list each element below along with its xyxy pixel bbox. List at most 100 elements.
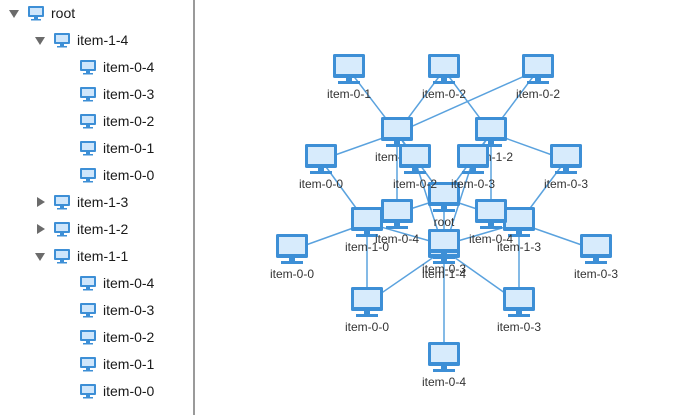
graph-node[interactable]: item-0-3 (422, 229, 466, 276)
graph-node[interactable]: item-1-3 (497, 207, 541, 254)
graph-node[interactable]: item-0-3 (497, 287, 541, 334)
tree-label: item-0-0 (103, 167, 155, 183)
node-label: item-0-4 (469, 232, 513, 246)
computer-icon (79, 275, 97, 291)
computer-icon (305, 144, 337, 174)
tree-label: item-0-4 (103, 275, 155, 291)
graph-node[interactable]: item-0-2 (422, 54, 466, 101)
node-label: item-0-0 (270, 267, 314, 281)
node-label: item-0-4 (375, 232, 419, 246)
node-label: item-0-3 (422, 262, 466, 276)
tree-row[interactable]: item-1-3 (33, 191, 128, 213)
graph-node[interactable]: item-0-2 (516, 54, 560, 101)
node-label: item-0-3 (544, 177, 588, 191)
tree-row[interactable]: item-0-2 (59, 326, 154, 348)
tree-row[interactable]: item-0-2 (59, 110, 154, 132)
tree-spacer (59, 141, 73, 155)
node-label: item-0-2 (422, 87, 466, 101)
tree-row[interactable]: item-1-4 (33, 29, 128, 51)
tree-spacer (59, 114, 73, 128)
computer-icon (79, 59, 97, 75)
tree-row[interactable]: item-0-4 (59, 272, 154, 294)
computer-icon (428, 182, 460, 212)
graph-node[interactable]: item-0-3 (544, 144, 588, 191)
chevron-down-icon[interactable] (33, 33, 47, 47)
tree-row[interactable]: item-0-4 (59, 56, 154, 78)
computer-icon (79, 113, 97, 129)
chevron-right-icon[interactable] (33, 222, 47, 236)
panel-divider[interactable] (193, 0, 195, 415)
tree-row[interactable]: item-0-3 (59, 83, 154, 105)
computer-icon (27, 5, 45, 21)
computer-icon (79, 86, 97, 102)
graph-node[interactable]: item-0-3 (451, 144, 495, 191)
node-label: item-0-4 (422, 375, 466, 389)
computer-icon (53, 194, 71, 210)
computer-icon (381, 117, 413, 147)
computer-icon (79, 329, 97, 345)
tree-label: item-0-3 (103, 302, 155, 318)
computer-icon (428, 54, 460, 84)
computer-icon (351, 207, 383, 237)
tree-row[interactable]: item-0-1 (59, 137, 154, 159)
graph-node[interactable]: item-0-4 (375, 199, 419, 246)
tree-spacer (59, 357, 73, 371)
computer-icon (53, 248, 71, 264)
graph-node[interactable]: item-0-2 (393, 144, 437, 191)
tree-label: item-1-1 (77, 248, 129, 264)
tree-row[interactable]: item-1-2 (33, 218, 128, 240)
computer-icon (79, 302, 97, 318)
tree-spacer (59, 330, 73, 344)
tree-label: item-0-2 (103, 329, 155, 345)
tree-label: item-0-0 (103, 383, 155, 399)
computer-icon (475, 199, 507, 229)
tree-row[interactable]: root (7, 2, 75, 24)
graph-node[interactable]: item-0-3 (574, 234, 618, 281)
node-label: item-0-0 (345, 320, 389, 334)
tree-label: root (51, 5, 76, 21)
chevron-down-icon[interactable] (7, 6, 21, 20)
tree-label: item-1-2 (77, 221, 129, 237)
node-label: item-0-3 (574, 267, 618, 281)
graph-node[interactable]: item-0-4 (469, 199, 513, 246)
chevron-down-icon[interactable] (33, 249, 47, 263)
tree-label: item-0-2 (103, 113, 155, 129)
node-label: item-1-4 (422, 267, 466, 281)
tree-panel[interactable]: root item-1-4 item-0-4 item-0-3 item-0-2 item… (0, 0, 193, 415)
node-label: item-0-0 (299, 177, 343, 191)
tree-label: item-0-1 (103, 356, 155, 372)
graph-node[interactable]: root (428, 182, 460, 229)
tree-spacer (59, 168, 73, 182)
tree-row[interactable]: item-0-1 (59, 353, 154, 375)
tree-label: item-0-1 (103, 140, 155, 156)
computer-icon (79, 356, 97, 372)
graph-node[interactable]: item-0-1 (327, 54, 371, 101)
tree-label: item-0-3 (103, 86, 155, 102)
graph-node[interactable]: item-0-4 (422, 342, 466, 389)
tree-spacer (59, 303, 73, 317)
node-label: item-0-3 (497, 320, 541, 334)
graph-node[interactable]: item-1-0 (345, 207, 389, 254)
computer-icon (475, 117, 507, 147)
computer-icon (503, 287, 535, 317)
computer-icon (381, 199, 413, 229)
computer-icon (351, 287, 383, 317)
computer-icon (79, 383, 97, 399)
chevron-right-icon[interactable] (33, 195, 47, 209)
tree-row[interactable]: item-1-1 (33, 245, 128, 267)
computer-icon (503, 207, 535, 237)
tree-row[interactable]: item-0-0 (59, 164, 154, 186)
tree-row[interactable]: item-0-0 (59, 380, 154, 402)
computer-icon (79, 167, 97, 183)
graph-node[interactable]: item-0-0 (345, 287, 389, 334)
node-label: item-1-3 (497, 240, 541, 254)
tree-spacer (59, 87, 73, 101)
graph-node[interactable]: item-0-0 (299, 144, 343, 191)
tree-label: item-0-4 (103, 59, 155, 75)
tree-spacer (59, 384, 73, 398)
tree-row[interactable]: item-0-3 (59, 299, 154, 321)
node-label: item-0-2 (516, 87, 560, 101)
graph-node[interactable]: item-0-0 (270, 234, 314, 281)
